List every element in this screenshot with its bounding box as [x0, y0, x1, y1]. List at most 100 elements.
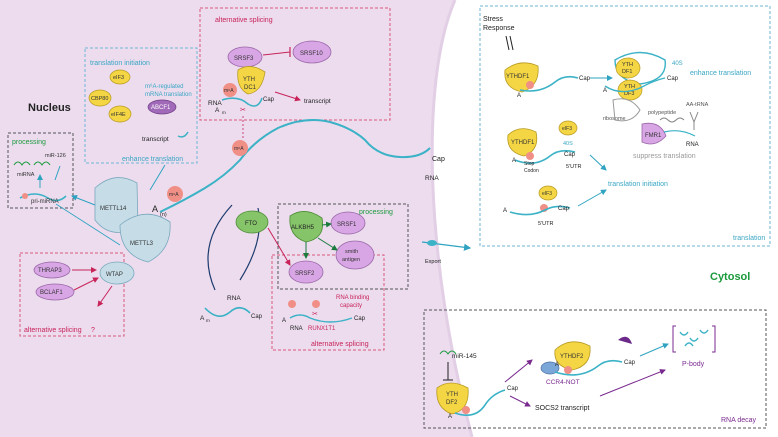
mid-cap-label: Cap — [354, 316, 366, 322]
fto-protein — [235, 210, 269, 234]
mir145-inhibit — [443, 362, 453, 381]
alkbh5-protein — [289, 211, 324, 243]
bclaf1-arrow — [73, 277, 99, 291]
m6a-mid-2 — [312, 300, 320, 308]
cyto-an-enhance: A — [603, 88, 607, 94]
alt-splicing-top-box — [199, 7, 391, 121]
m6a-regulated-label: m⁶A-regulated — [145, 83, 184, 90]
mettl14-label: METTL14 — [100, 206, 127, 212]
rna-decay-label: RNA decay — [721, 417, 757, 424]
aatrna-label: AA-tRNA — [686, 102, 709, 108]
polypeptide-label: polypeptide — [648, 110, 676, 116]
srsf1-label: SRSF1 — [337, 222, 357, 228]
ythdf2-label-low-b: DF2 — [446, 400, 458, 406]
eif3-protein-cyto-mid — [558, 120, 578, 136]
cytosol-title: Cytosol — [710, 271, 750, 283]
to-pbody-arrow-2 — [599, 369, 666, 397]
fto-to-srsf2 — [267, 227, 291, 266]
writer-to-pri-line — [55, 203, 121, 246]
enhance-translation-nuc-label: enhance translation — [122, 156, 183, 163]
mirna-inhibit-arrow — [54, 165, 61, 181]
wtap-to-splicing-arrow — [97, 285, 113, 307]
ythdf2-protein-low — [436, 382, 469, 415]
decapping-shape — [618, 336, 632, 344]
ribosome-gray — [612, 98, 641, 122]
stop-codon-2: Codon — [524, 168, 539, 174]
transcript-nuc-strand — [177, 131, 189, 138]
main-rna-strand — [159, 119, 431, 213]
alt-splicing-left-qmark: ? — [91, 327, 95, 334]
srsf10-protein — [292, 40, 332, 64]
alt-splicing-left-label: alternative splicing — [24, 327, 82, 334]
mir145-label: miR-145 — [452, 353, 477, 360]
ythdf3-protein-a — [615, 57, 641, 79]
m6a-main-2-label: m⁶A — [169, 192, 179, 198]
rna-binding-label-1: RNA binding — [336, 295, 369, 301]
m6a-top — [223, 83, 237, 97]
alt-splicing-mid-label: alternative splicing — [311, 341, 369, 348]
cyto-an-2: A — [512, 158, 516, 164]
cbp80-label: CBP80 — [91, 96, 108, 102]
top-an-label: A — [215, 107, 220, 114]
translation-initiation-cyto-label: translation initiation — [608, 181, 668, 188]
wtap-protein — [99, 261, 135, 285]
wtap-label: WTAP — [106, 272, 123, 278]
transcript-nuc-label: transcript — [142, 136, 169, 143]
lower-cap-label: Cap — [251, 314, 263, 320]
processing-left-box — [7, 132, 74, 209]
m6a-cyto-1 — [526, 81, 534, 89]
decay-rna-top — [554, 359, 623, 376]
alkbh5-to-srsf1 — [321, 221, 332, 228]
cyto-rna-3 — [509, 205, 571, 216]
utr-label-low: 5'UTR — [538, 221, 553, 227]
ythdf2-label-top: YTHDF2 — [560, 354, 584, 360]
cyto-rna-2 — [514, 149, 576, 164]
eif4e-protein — [108, 105, 132, 123]
nucleus-title: Nucleus — [28, 102, 71, 114]
smith-label-a: smith — [345, 249, 358, 255]
mir145-hairpin — [439, 350, 457, 355]
decay-cap-top: Cap — [624, 360, 636, 366]
eif3d-label: eIF3 — [542, 191, 552, 197]
fmr1-label: FMR1 — [645, 133, 662, 139]
translation-panel-label: translation — [733, 235, 765, 242]
pbody-label: P-body — [682, 361, 705, 368]
ythdf3-label-b: DF1 — [622, 69, 632, 75]
decay-up-arrow — [504, 359, 533, 383]
srsf10-label: SRSF10 — [300, 51, 323, 57]
suppress-translation-label: suppress translation — [633, 153, 696, 160]
ythdf3-protein-b — [617, 79, 643, 101]
top-rna-label: RNA — [208, 100, 222, 107]
top-transcript-label: transcript — [304, 98, 331, 105]
pbody-fragments — [679, 329, 709, 347]
ccr4-complex — [540, 361, 560, 375]
eraser-loop-line — [207, 204, 233, 291]
ythdf1-label-top: YTHDF1 — [506, 74, 530, 80]
scissors-mid: ✂ — [312, 311, 318, 318]
thrap3-protein — [33, 261, 71, 279]
utr-label-mid: 5'UTR — [566, 164, 581, 170]
translation-initiation-box — [84, 47, 198, 164]
mid-rna-strand — [289, 314, 353, 323]
bclaf1-label: BCLAF1 — [40, 290, 63, 296]
scissors-top: ✂ — [240, 107, 246, 114]
top-rna-strand — [221, 97, 263, 107]
m6a-pri-dot — [22, 193, 28, 199]
decay-an-low: A — [448, 414, 452, 420]
alt-splicing-mid-box — [271, 254, 385, 351]
polypeptide-chain — [659, 117, 685, 123]
cyto-an-3: A — [503, 208, 507, 214]
socs2-label: SOCS2 transcript — [535, 405, 590, 412]
fmr1-rna — [663, 130, 696, 137]
eif3-protein — [109, 69, 131, 85]
abcf1-protein — [147, 99, 177, 115]
writer-to-processing-line — [71, 195, 96, 206]
m6a-decay-top — [564, 366, 572, 374]
srsf2-label: SRSF2 — [295, 271, 315, 277]
bclaf1-protein — [35, 283, 75, 301]
primirna-strand — [19, 193, 67, 202]
alt-splicing-top-label: alternative splicing — [215, 17, 273, 24]
ribosome-label: ribosome — [603, 116, 626, 122]
ythdf2-label-low-a: YTH — [446, 392, 458, 398]
